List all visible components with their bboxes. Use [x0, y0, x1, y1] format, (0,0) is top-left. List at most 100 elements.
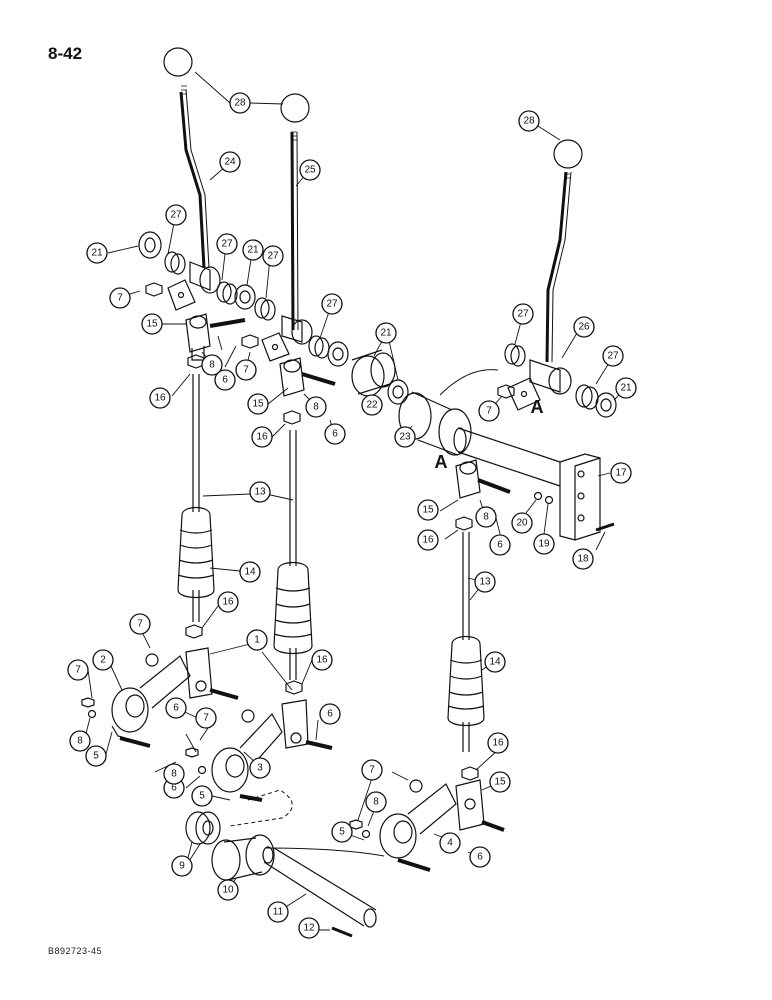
callout-number: 27: [170, 210, 182, 221]
callout-bubble: [235, 359, 257, 381]
callout-bubble: [512, 303, 534, 325]
callout-bubble: [417, 499, 439, 521]
callout-bubble: [361, 394, 383, 416]
callout-number: 6: [173, 703, 179, 714]
callout-number: 9: [179, 861, 185, 872]
callout-number: 7: [369, 765, 375, 776]
upper-pivot-assembly: [138, 231, 617, 541]
callout-bubble: [195, 707, 217, 729]
callout-number: 16: [316, 655, 328, 666]
page-number: 8-42: [48, 44, 83, 63]
callout-number: 28: [523, 116, 535, 127]
control-lever-24: [163, 47, 210, 269]
callout-number: 7: [117, 293, 123, 304]
callout-bubble: [149, 387, 171, 409]
callout-bubble: [229, 92, 251, 114]
callout-number: 8: [209, 360, 215, 371]
callout-number: 21: [620, 383, 632, 394]
callout-bubble: [201, 354, 223, 376]
callout-number: 12: [303, 923, 315, 934]
callout-bubble: [615, 377, 637, 399]
callout-number: 22: [366, 400, 378, 411]
detail-letter-a: A: [531, 397, 544, 417]
callout-bubble: [475, 506, 497, 528]
callout-bubble: [299, 159, 321, 181]
callout-number: 14: [489, 657, 501, 668]
callout-number: 16: [222, 597, 234, 608]
callout-number: 17: [615, 468, 627, 479]
callout-number: 6: [222, 375, 228, 386]
callout-number: 7: [243, 365, 249, 376]
callout-bubble: [141, 313, 163, 335]
leader-lines: [83, 71, 627, 931]
callout-bubble: [324, 423, 346, 445]
callout-bubble: [163, 763, 185, 785]
callout-bubble: [217, 879, 239, 901]
callout-bubble: [469, 846, 491, 868]
callout-number: 26: [578, 322, 590, 333]
callout-bubble: [573, 316, 595, 338]
callout-number: 27: [221, 239, 233, 250]
callout-number: 6: [332, 429, 338, 440]
callout-number: 15: [252, 399, 264, 410]
callout-number: 15: [146, 319, 158, 330]
callout-number: 27: [517, 309, 529, 320]
callout-number: 14: [244, 567, 256, 578]
callout-number: 21: [247, 245, 259, 256]
callout-bubble: [267, 901, 289, 923]
detail-letter-a: A: [435, 452, 448, 472]
callout-bubble: [298, 917, 320, 939]
callout-number: 7: [203, 713, 209, 724]
callout-bubble: [484, 651, 506, 673]
callout-number: 16: [492, 738, 504, 749]
callout-bubble: [219, 151, 241, 173]
callout-bubble: [109, 287, 131, 309]
callout-bubble: [511, 512, 533, 534]
callout-number: 16: [256, 432, 268, 443]
callout-bubble: [246, 629, 268, 651]
callout-number: 3: [257, 763, 263, 774]
callout-bubble: [417, 529, 439, 551]
callout-bubble: [489, 534, 511, 556]
nuts-group: [145, 282, 515, 781]
lever-plate: [167, 279, 196, 311]
control-lever-25: [280, 93, 310, 331]
callout-number: 20: [516, 518, 528, 529]
callout-bubble: [67, 659, 89, 681]
callout-bubble: [478, 400, 500, 422]
callout-bubble: [129, 613, 151, 635]
callout-bubble: [572, 548, 594, 570]
callout-bubble: [239, 561, 261, 583]
callout-number: 24: [224, 157, 236, 168]
callout-number: 5: [199, 791, 205, 802]
callout-number: 23: [399, 432, 411, 443]
callout-bubble: [165, 697, 187, 719]
callout-number: 15: [422, 505, 434, 516]
callout-number: 5: [339, 827, 345, 838]
callout-bubble: [69, 730, 91, 752]
callout-number: 27: [326, 299, 338, 310]
callout-number: 6: [497, 540, 503, 551]
callout-number: 8: [171, 769, 177, 780]
callout-number: 16: [422, 535, 434, 546]
figure-code: B892723-45: [48, 946, 103, 956]
callout-number: 15: [494, 777, 506, 788]
callout-bubble: [251, 426, 273, 448]
callout-number: 21: [380, 328, 392, 339]
callout-bubble: [474, 571, 496, 593]
callout-bubble: [361, 759, 383, 781]
callout-number: 11: [273, 907, 284, 918]
callout-bubble: [439, 832, 461, 854]
callout-bubble: [262, 245, 284, 267]
callout-number: 6: [477, 852, 483, 863]
callout-number: 13: [479, 577, 491, 588]
callout-number: 8: [373, 797, 379, 808]
callout-bubble: [365, 791, 387, 813]
callout-number: 27: [267, 251, 279, 262]
callout-number: 28: [234, 98, 246, 109]
callout-bubble: [86, 242, 108, 264]
callout-bubble: [518, 110, 540, 132]
callout-bubble: [319, 703, 341, 725]
lower-linkage: [81, 647, 505, 938]
callout-number: 6: [171, 783, 177, 794]
